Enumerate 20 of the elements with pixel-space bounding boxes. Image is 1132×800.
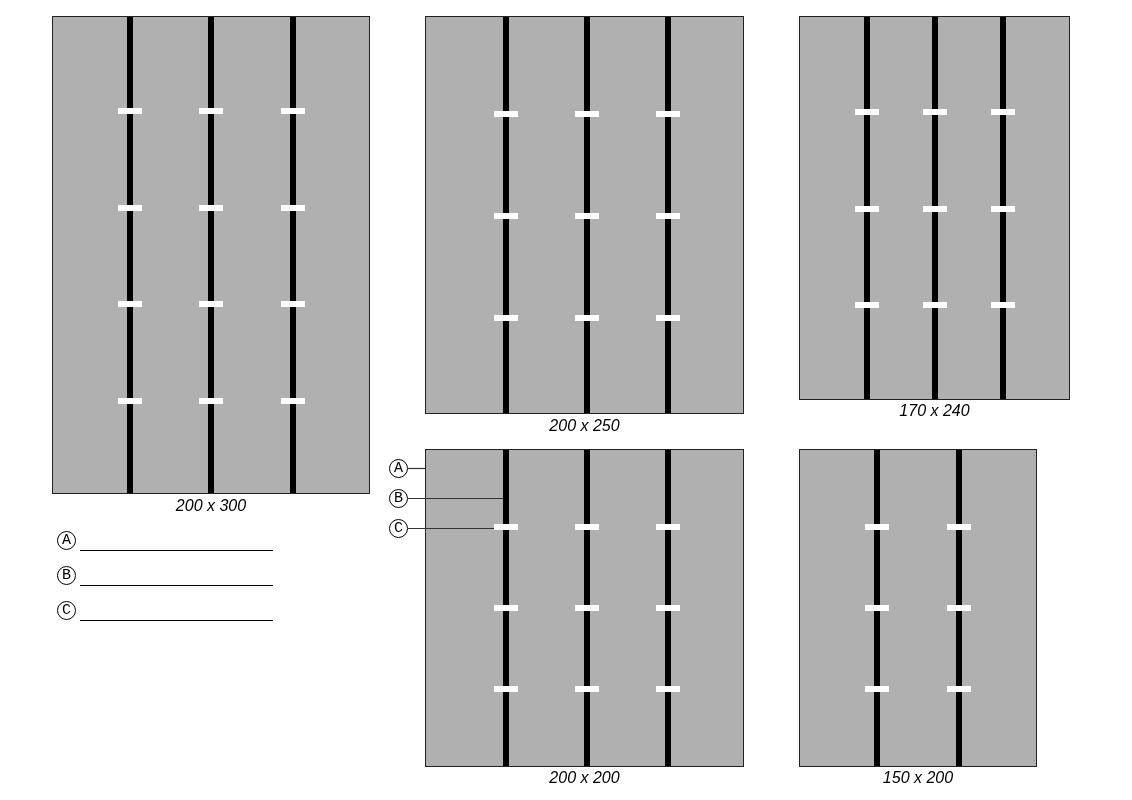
clip-mark: [494, 524, 518, 530]
dimension-label: 200 x 300: [175, 497, 247, 515]
leader-line: [407, 497, 504, 500]
callout-letter: A: [389, 459, 408, 478]
leader-line: [407, 527, 495, 530]
dimension-label: 150 x 200: [882, 769, 954, 787]
callout-letter: C: [57, 601, 76, 620]
board-panel: [799, 16, 1070, 400]
board-panel: [52, 16, 370, 494]
board-panel: [799, 449, 1037, 767]
callout-letter: B: [57, 566, 76, 585]
board-panel: [425, 16, 744, 414]
callout-letter: A: [57, 531, 76, 550]
dimension-label: 200 x 250: [549, 417, 620, 435]
board-panel: [425, 449, 744, 767]
dimension-label: 200 x 200: [549, 769, 620, 787]
leader-line: [407, 467, 426, 470]
callout-letter: C: [389, 519, 408, 538]
callout-letter: B: [389, 489, 408, 508]
dimension-label: 170 x 240: [899, 402, 970, 420]
